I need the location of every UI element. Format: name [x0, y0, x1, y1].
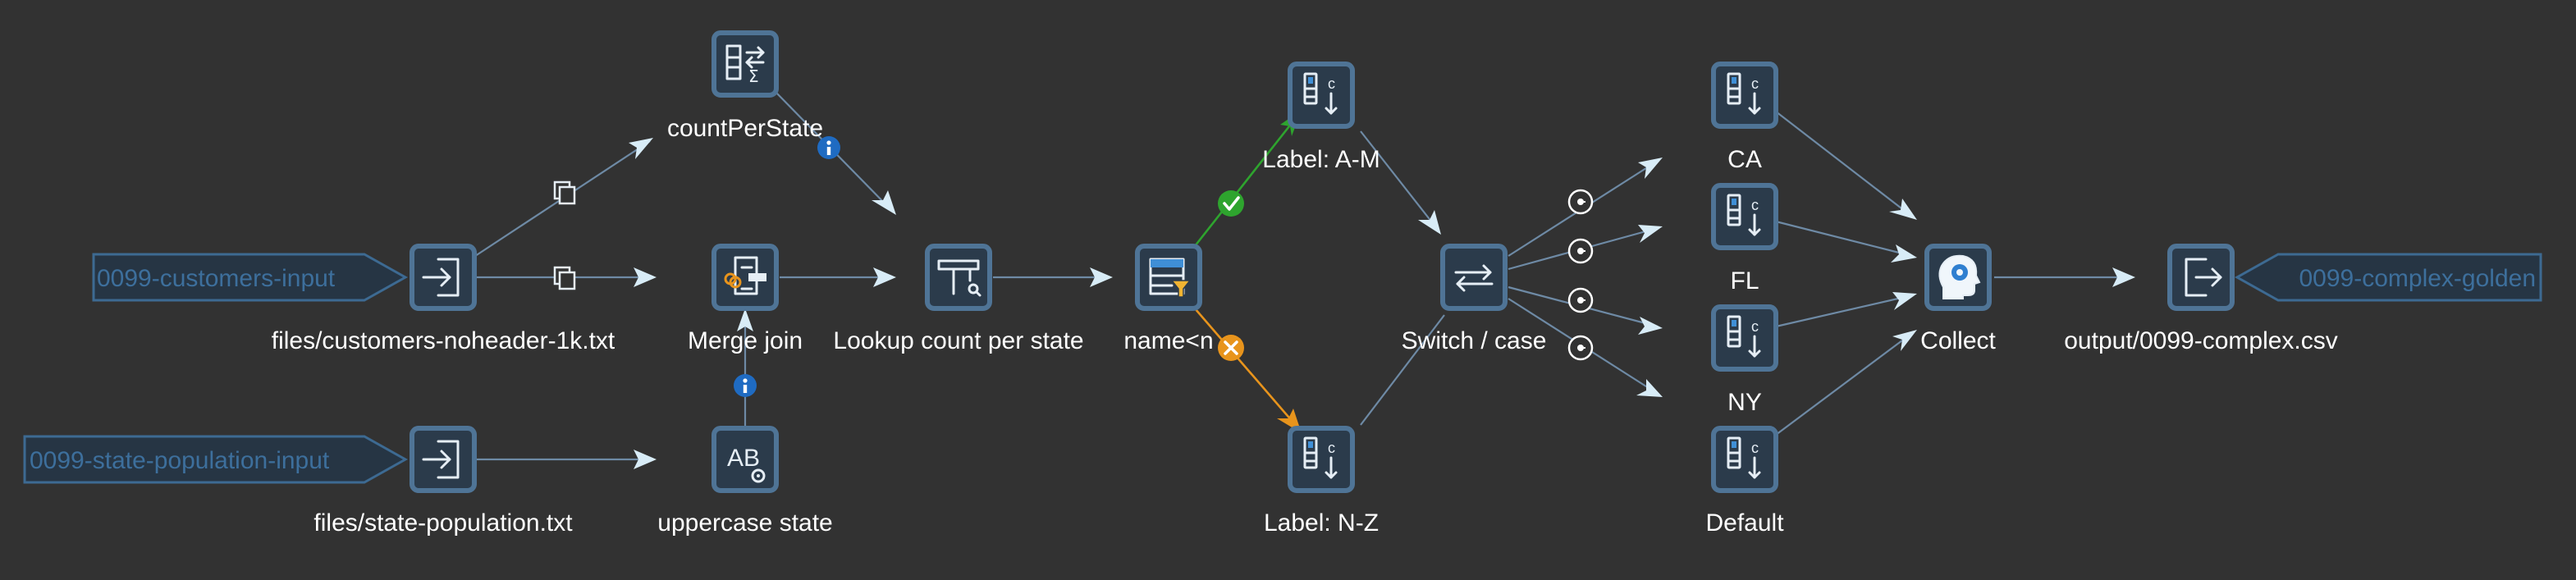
node-label: uppercase state — [657, 509, 832, 537]
node-label: Default — [1705, 509, 1784, 537]
node-collect[interactable]: Collect — [1920, 244, 1997, 354]
node-state-population-input[interactable]: files/state-population.txt — [313, 426, 573, 537]
node-ca[interactable]: CA — [1711, 62, 1778, 173]
arrow-head — [1090, 267, 1113, 287]
arrow-head — [872, 190, 896, 215]
arrow-head — [1892, 292, 1917, 310]
node-label: FL — [1730, 267, 1759, 295]
hop-badges — [553, 136, 1594, 397]
nodes: files/customers-noheader-1k.txt files/st… — [272, 30, 2338, 537]
arrow-head — [737, 308, 753, 331]
node-label: Label: A-M — [1262, 146, 1380, 173]
input-flag-state-population[interactable]: 0099-state-population-input — [23, 435, 409, 484]
node-filter-name[interactable]: name<n — [1123, 244, 1214, 354]
io-flags: 0099-customers-input 0099-state-populati… — [23, 253, 2542, 484]
node-output-csv[interactable]: output/0099-complex.csv — [2064, 244, 2338, 354]
arrow-head — [1892, 330, 1917, 351]
hop-filter-am-true[interactable] — [1193, 114, 1300, 247]
arrow-head — [1418, 210, 1441, 235]
node-label: Lookup count per state — [833, 327, 1083, 354]
arrow-head — [634, 267, 657, 287]
node-count-per-state[interactable]: Σ countPerState — [667, 30, 823, 142]
node-lookup-count-per-state[interactable]: Lookup count per state — [833, 244, 1084, 354]
false-cross-icon[interactable] — [1218, 335, 1244, 361]
input-flag-customers[interactable]: 0099-customers-input — [92, 253, 409, 302]
node-fl[interactable]: FL — [1711, 183, 1778, 295]
node-label: Label: N-Z — [1264, 509, 1379, 537]
hop-nz-switch[interactable] — [1360, 314, 1445, 426]
node-switch-case[interactable]: Switch / case — [1402, 244, 1547, 354]
stream-lookup-icon — [937, 259, 981, 297]
hop-filter-nz-false[interactable] — [1194, 308, 1299, 429]
filter-rows-icon — [1149, 258, 1192, 298]
node-merge-join[interactable]: Merge join — [688, 244, 803, 354]
case-target-icons — [1567, 189, 1594, 361]
node-label: Merge join — [688, 327, 803, 354]
string-operations-icon: AB — [727, 445, 766, 483]
arrow-head — [2112, 267, 2135, 287]
arrow-head — [1636, 379, 1663, 397]
hop-fl-collect[interactable] — [1775, 220, 1913, 258]
node-label: Switch / case — [1402, 327, 1547, 354]
node-label: CA — [1727, 146, 1762, 173]
output-flag-golden[interactable]: 0099-complex-golden — [2234, 253, 2542, 302]
node-uppercase-state[interactable]: AB uppercase state — [657, 426, 833, 537]
copy-rows-icon[interactable] — [553, 266, 576, 290]
copy-rows-icon[interactable] — [553, 180, 576, 205]
arrow-head — [873, 267, 896, 287]
true-check-icon[interactable] — [1218, 190, 1244, 217]
group-by-sum-icon: Σ — [725, 44, 765, 86]
svg-text:AB: AB — [727, 445, 760, 472]
arrow-head — [1891, 244, 1917, 263]
node-default[interactable]: Default — [1705, 426, 1784, 537]
node-label-a-m[interactable]: Label: A-M — [1262, 62, 1380, 173]
switch-case-icon — [1454, 264, 1494, 292]
node-label: Collect — [1920, 327, 1996, 354]
node-label: name<n — [1123, 327, 1213, 354]
case-target-icon[interactable] — [1567, 335, 1594, 361]
node-label: output/0099-complex.csv — [2064, 327, 2338, 354]
dummy-head-icon — [1938, 254, 1981, 299]
case-target-icon[interactable] — [1567, 189, 1594, 215]
case-target-icon[interactable] — [1567, 287, 1594, 313]
node-label: files/customers-noheader-1k.txt — [272, 327, 615, 354]
hop-default-collect[interactable] — [1775, 332, 1913, 436]
hop-ny-collect[interactable] — [1775, 294, 1913, 328]
arrow-head — [1638, 225, 1663, 243]
node-label-n-z[interactable]: Label: N-Z — [1264, 426, 1379, 537]
hop-ca-collect[interactable] — [1775, 111, 1913, 217]
info-badge-icon[interactable] — [734, 374, 757, 397]
node-ny[interactable]: NY — [1711, 304, 1778, 416]
node-label: files/state-population.txt — [313, 509, 573, 537]
arrow-head — [629, 138, 653, 159]
case-target-icon[interactable] — [1567, 238, 1594, 264]
info-badge-icon[interactable] — [817, 136, 840, 159]
merge-join-icon — [724, 256, 766, 295]
output-flag-label: 0099-complex-golden — [2299, 265, 2536, 292]
node-customers-input[interactable]: files/customers-noheader-1k.txt — [272, 244, 615, 354]
hop-am-switch[interactable] — [1360, 130, 1439, 231]
input-flag-label: 0099-state-population-input — [30, 447, 330, 474]
node-label: countPerState — [667, 115, 823, 142]
arrow-head — [1638, 317, 1663, 335]
input-flag-label: 0099-customers-input — [97, 265, 336, 292]
svg-text:Σ: Σ — [748, 66, 759, 86]
arrow-head — [1638, 158, 1663, 179]
node-label: NY — [1727, 389, 1762, 416]
arrow-head — [634, 450, 657, 469]
arrow-head — [1889, 199, 1917, 220]
